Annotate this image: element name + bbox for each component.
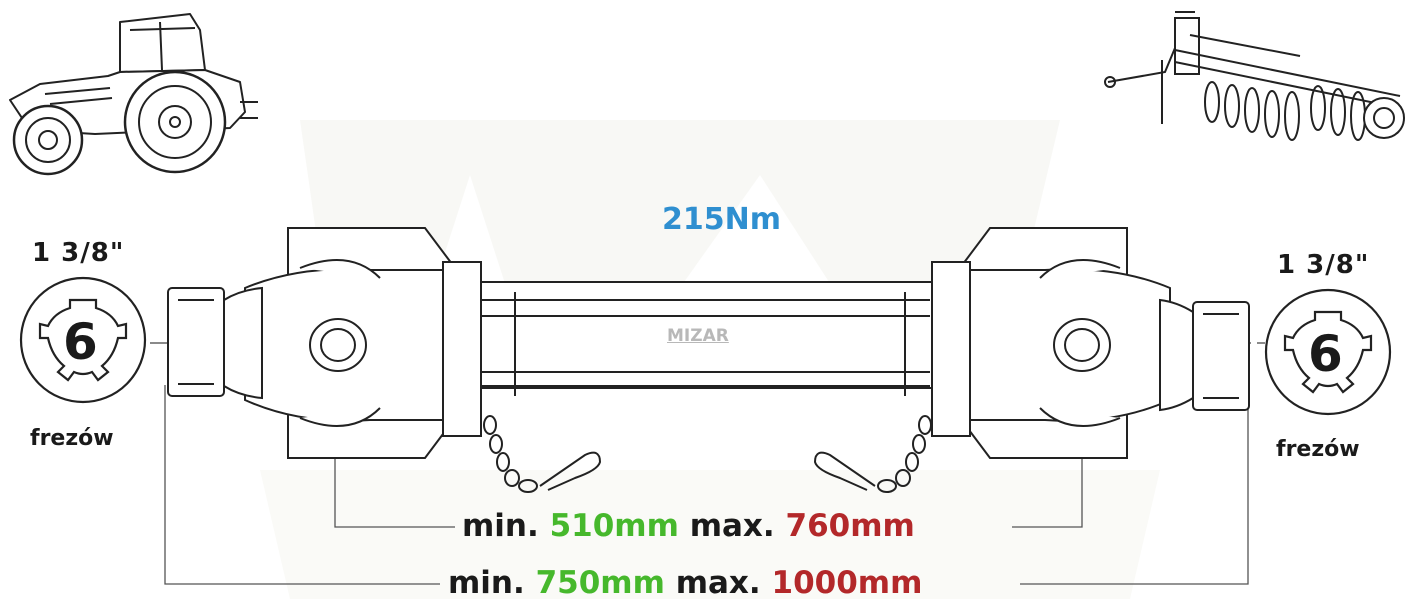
spline-profile-icon bbox=[19, 276, 147, 404]
outer-min-prefix: min. bbox=[448, 565, 525, 601]
watermark-logo bbox=[260, 120, 1160, 599]
spline-profile-icon bbox=[1264, 288, 1392, 416]
inner-length-label: min. 510mm max. 760mm bbox=[462, 508, 915, 544]
right-spline-size: 1 3/8" bbox=[1277, 250, 1370, 280]
outer-max-value: 1000mm bbox=[771, 565, 923, 601]
inner-max-value: 760mm bbox=[785, 508, 915, 544]
brand-label: MIZAR bbox=[667, 326, 729, 346]
left-spline-count: 6 bbox=[63, 313, 98, 371]
right-universal-joint bbox=[931, 227, 1250, 459]
disc-harrow-icon bbox=[1104, 11, 1405, 141]
inner-min-prefix: min. bbox=[462, 508, 539, 544]
outer-max-prefix: max. bbox=[675, 565, 761, 601]
right-spline-count: 6 bbox=[1308, 325, 1343, 383]
tractor-icon bbox=[9, 13, 258, 176]
safety-chain-left bbox=[483, 415, 602, 493]
torque-rating: 215Nm bbox=[662, 202, 781, 237]
inner-min-value: 510mm bbox=[549, 508, 679, 544]
left-universal-joint bbox=[167, 227, 482, 459]
outer-length-label: min. 750mm max. 1000mm bbox=[448, 565, 922, 601]
left-spline-label: frezów bbox=[30, 426, 114, 451]
telescopic-tubes bbox=[474, 281, 936, 396]
left-spline-size: 1 3/8" bbox=[32, 238, 125, 268]
inner-max-prefix: max. bbox=[689, 508, 775, 544]
safety-chain-right bbox=[813, 415, 932, 493]
right-spline-label: frezów bbox=[1276, 437, 1360, 462]
outer-dimension-line bbox=[164, 385, 1249, 585]
outer-min-value: 750mm bbox=[535, 565, 665, 601]
